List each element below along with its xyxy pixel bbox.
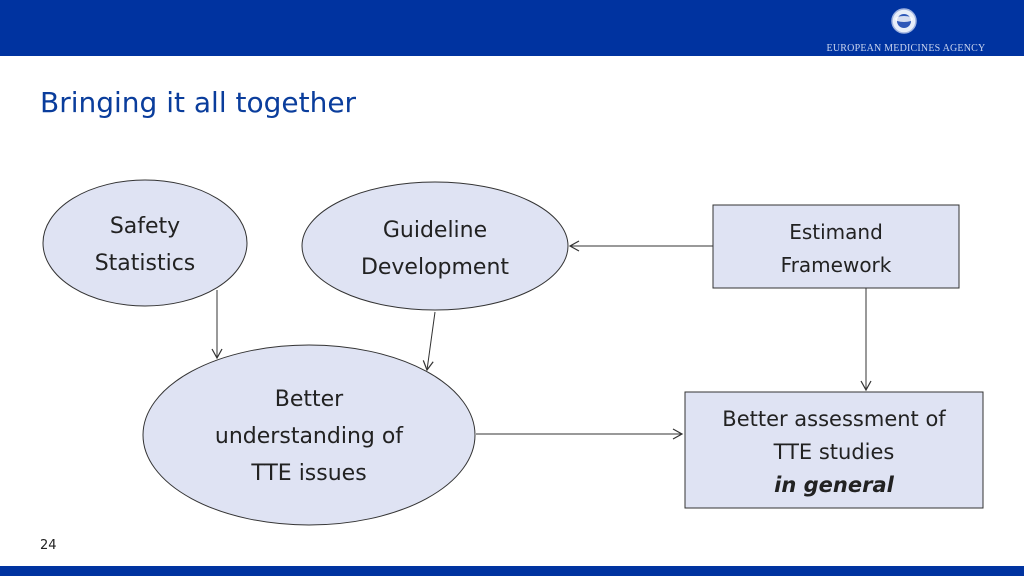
understanding-line2: understanding of [214,424,404,449]
ema-globe-icon [891,8,917,34]
safety-line1: Safety [109,214,181,239]
page-number: 24 [40,538,57,553]
node-safety-statistics [42,179,248,307]
safety-statistics-label: Safety Statistics [55,208,235,282]
header-bar [0,0,1024,56]
arrow-guideline-to-understanding [422,311,436,372]
assessment-line2: TTE studies [773,440,895,464]
slide-title: Bringing it all together [40,86,357,119]
assessment-line3: in general [774,473,894,497]
estimand-line1: Estimand [789,220,883,244]
assessment-line1: Better assessment of [722,407,946,431]
node-better-assessment [684,391,984,509]
node-guideline-development [301,181,569,311]
understanding-line3: TTE issues [251,461,367,486]
guideline-line1: Guideline [382,218,488,243]
agency-logo: EUROPEAN MEDICINES AGENCY [826,7,986,54]
estimand-line2: Framework [780,253,892,277]
estimand-framework-label: Estimand Framework [713,216,959,282]
better-understanding-label: Better understanding of TTE issues [159,381,459,492]
guideline-line2: Development [360,255,510,280]
safety-line2: Statistics [94,251,196,276]
node-better-understanding [142,344,476,526]
agency-name: EUROPEAN MEDICINES AGENCY [826,43,986,54]
better-assessment-label: Better assessment of TTE studies in gene… [685,403,983,502]
footer-bar [0,566,1024,576]
understanding-line1: Better [274,387,344,412]
guideline-development-label: Guideline Development [315,212,555,286]
